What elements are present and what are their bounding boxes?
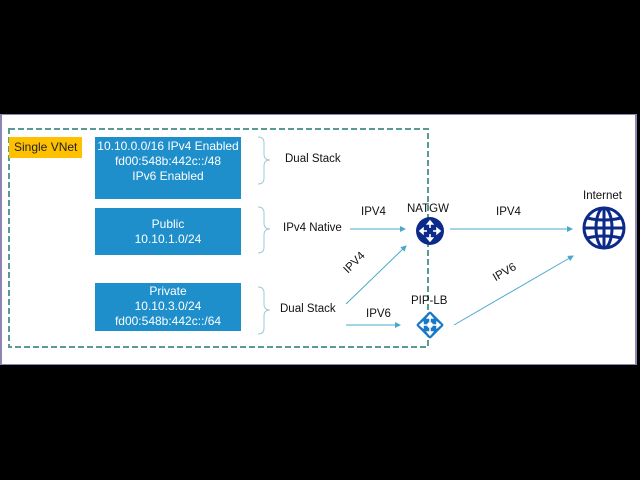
arrow-private-to-natgw [345,245,407,305]
subnet-line: IPv6 Enabled [132,169,204,183]
arrow-piplb-to-internet [453,255,574,326]
subnet-line: Public [151,217,185,231]
subnet-line: 10.10.1.0/24 [134,232,202,246]
subnet-line: Private [149,284,187,298]
subnet-line: 10.10.0.0/16 IPv4 Enabled [97,139,239,153]
stack-label-public: IPv4 Native [283,222,342,234]
stack-label-private: Dual Stack [280,303,336,315]
bracket-address-space [257,136,271,185]
subnet-address-space[interactable]: 10.10.0.0/16 IPv4 Enabled fd00:548b:442c… [95,137,241,199]
bracket-private [257,286,271,335]
subnet-line: fd00:548b:442c::/64 [114,314,222,328]
subnet-public[interactable]: Public 10.10.1.0/24 [95,208,241,255]
edge-label-natgw-internet: IPV4 [496,206,521,218]
subnet-line: 10.10.3.0/24 [134,299,202,313]
subnet-private[interactable]: Private 10.10.3.0/24 fd00:548b:442c::/64 [95,283,241,331]
subnet-line: fd00:548b:442c::/48 [114,154,222,168]
load-balancer-icon[interactable] [416,311,444,339]
bracket-public [257,206,271,254]
node-label-internet: Internet [583,190,622,202]
node-label-natgw: NATGW [407,203,449,215]
vnet-label-badge: Single VNet [9,137,82,158]
node-label-piplb: PIP-LB [411,295,448,307]
internet-globe-icon [582,206,626,250]
edge-label-public-natgw: IPV4 [361,206,386,218]
edge-label-private-piplb: IPV6 [366,308,391,320]
nat-gateway-icon[interactable] [416,217,444,245]
stack-label-address-space: Dual Stack [285,153,341,165]
